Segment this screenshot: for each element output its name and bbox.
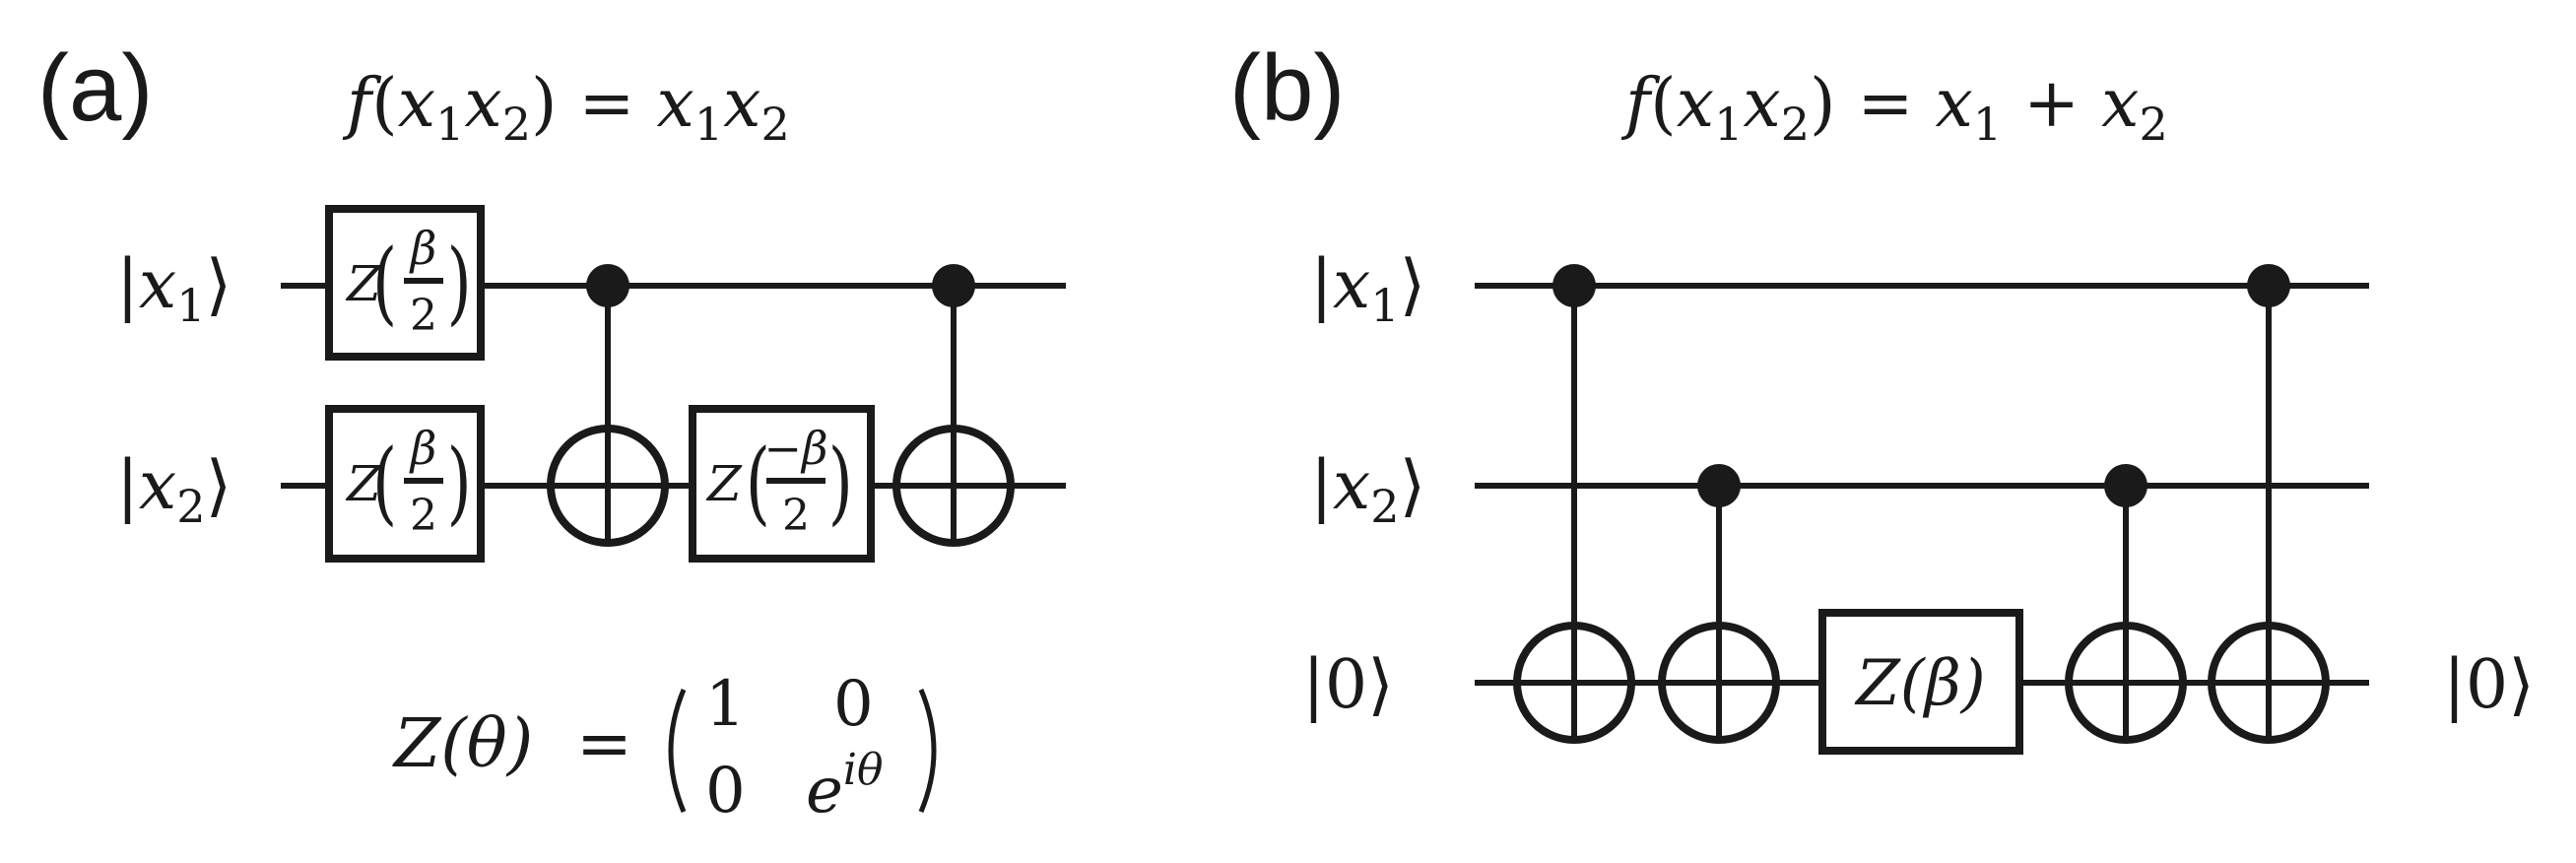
svg-text:): ) — [447, 229, 472, 335]
svg-text:|x1⟩: |x1⟩ — [1310, 246, 1425, 332]
cnot1-control — [586, 264, 629, 307]
svg-text:0: 0 — [705, 755, 746, 828]
cnot-b4-target — [2208, 622, 2330, 744]
svg-text:Z(β): Z(β) — [1854, 647, 1985, 720]
panel-a-label: (a) — [37, 35, 153, 141]
svg-text:|x2⟩: |x2⟩ — [116, 447, 231, 533]
gate-z-half-x2: Z ( β 2 ) — [325, 405, 485, 563]
svg-text:−β: −β — [763, 422, 827, 475]
gate-z-neg-half-x2: Z ( −β 2 ) — [689, 405, 875, 563]
svg-text:2: 2 — [410, 491, 437, 541]
gate-z-beta: Z(β) — [1818, 609, 2023, 755]
ket-ancilla-input: |0⟩ — [1302, 646, 1394, 724]
svg-text:): ) — [828, 429, 853, 535]
panel-b-title: f(x1x2)=x1+x2 — [1620, 65, 2168, 151]
svg-text:(: ( — [372, 429, 397, 535]
cnot2-target — [892, 425, 1015, 547]
svg-text:(: ( — [372, 229, 397, 335]
svg-text:β: β — [409, 222, 437, 275]
cnot1-target — [547, 425, 669, 547]
svg-text:|0⟩: |0⟩ — [1302, 646, 1394, 724]
cnot-b1-target — [1513, 622, 1635, 744]
cnot-b1-control — [1552, 264, 1596, 307]
svg-text:): ) — [447, 429, 472, 535]
svg-text:|x1⟩: |x1⟩ — [116, 246, 231, 332]
cnot-b3-control — [2104, 464, 2147, 507]
svg-text:Z: Z — [705, 455, 743, 512]
ket-ancilla-output: |0⟩ — [2443, 646, 2535, 724]
ket-x2-b: |x2⟩ — [1310, 447, 1425, 533]
cnot-b2-target — [1658, 622, 1780, 744]
svg-text:β: β — [409, 422, 437, 475]
panel-b: (b) f(x1x2)=x1+x2 |x1⟩ |x2⟩ |0⟩ |0⟩ — [1229, 35, 2535, 755]
svg-text:Z(θ): Z(θ) — [392, 705, 533, 783]
cnot-b3-target — [2065, 622, 2187, 744]
cnot-b2-control — [1697, 464, 1741, 507]
ket-x2-a: |x2⟩ — [116, 447, 231, 533]
panel-a-title: f(x1x2)=x1x2 — [342, 65, 790, 151]
svg-text:|x2⟩: |x2⟩ — [1310, 447, 1425, 533]
ket-x1-b: |x1⟩ — [1310, 246, 1425, 332]
svg-text:=: = — [576, 705, 632, 783]
gate-z-half-x1: Z ( β 2 ) — [325, 205, 485, 361]
z-matrix-definition: Z(θ) = 1 0 0 eiθ — [392, 668, 937, 828]
panel-a: (a) f(x1x2)=x1x2 |x1⟩ |x2⟩ — [37, 35, 1066, 828]
svg-text:eiθ: eiθ — [806, 745, 883, 828]
svg-text:2: 2 — [782, 491, 810, 541]
svg-text:1: 1 — [705, 668, 746, 741]
svg-text:0: 0 — [833, 668, 874, 741]
cnot-b4-control — [2247, 264, 2290, 307]
svg-text:2: 2 — [410, 291, 437, 341]
ket-x1-a: |x1⟩ — [116, 246, 231, 332]
svg-text:(: ( — [746, 429, 770, 535]
svg-text:Z: Z — [345, 255, 382, 312]
svg-text:Z: Z — [345, 455, 382, 512]
panel-b-label: (b) — [1229, 35, 1345, 141]
cnot2-control — [932, 264, 975, 307]
svg-text:|0⟩: |0⟩ — [2443, 646, 2535, 724]
